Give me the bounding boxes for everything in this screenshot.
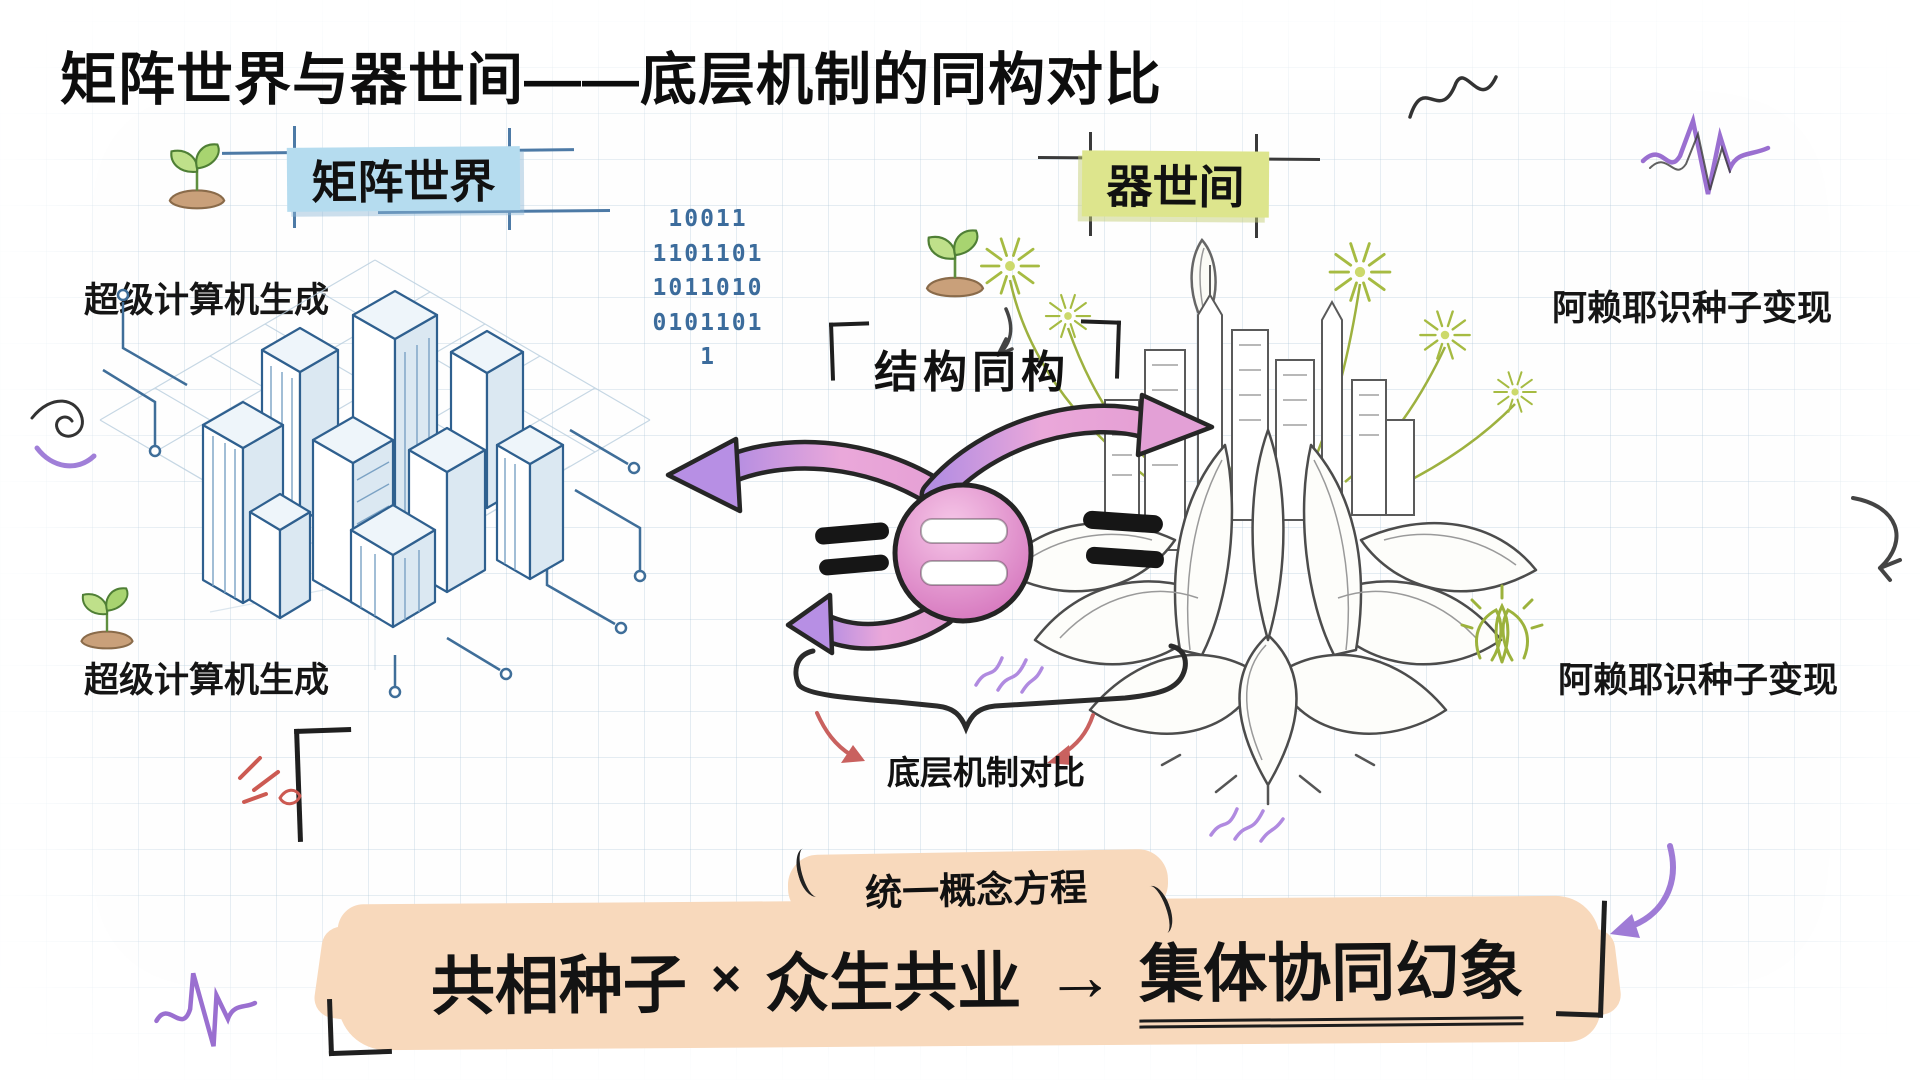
page-title: 矩阵世界与器世间——底层机制的同构对比 bbox=[60, 48, 1162, 112]
unified-equation-caption: 统一概念方程 bbox=[864, 867, 1088, 914]
arrowhead-left-icon bbox=[665, 436, 743, 514]
binary-line: 1101101 bbox=[652, 240, 764, 267]
purple-arrow-icon bbox=[1610, 843, 1676, 938]
purple-squiggle-icon bbox=[974, 656, 1044, 694]
equals-icon bbox=[815, 510, 1164, 576]
small-arrow-icon bbox=[996, 307, 1014, 357]
pulse-doodle-icon bbox=[154, 972, 258, 1047]
sprout-icon bbox=[925, 229, 985, 298]
binary-line: 1 bbox=[700, 344, 716, 370]
purple-squiggle-icon bbox=[1209, 807, 1285, 843]
binary-line: 1011010 bbox=[652, 275, 764, 301]
vessel-label-bottom: 阿赖耶识种子变现 bbox=[1558, 661, 1839, 700]
red-sparkle-icon bbox=[238, 756, 302, 806]
red-arrow-icon bbox=[815, 711, 865, 763]
scribble-doodle-icon bbox=[1408, 75, 1498, 119]
matrix-world-header: 矩阵世界 bbox=[286, 146, 521, 212]
binary-code-decoration: 10011 1101101 1011010 0101101 1 bbox=[626, 202, 790, 375]
sprout-icon bbox=[168, 143, 226, 210]
arrowhead-down-icon bbox=[785, 592, 835, 656]
concept-equation: 共相种子 × 众生共业 → 集体协同幻象 bbox=[352, 917, 1603, 1038]
structural-isomorphism-label: 结构同构 bbox=[874, 348, 1070, 397]
mini-lotus-icon bbox=[1460, 584, 1544, 664]
corner-bracket bbox=[327, 996, 392, 1057]
spiral-doodle-icon bbox=[30, 399, 97, 469]
binary-line: 0101101 bbox=[652, 309, 764, 336]
arrow-operator: → bbox=[1044, 936, 1116, 1016]
mechanism-comparison-label: 底层机制对比 bbox=[887, 754, 1085, 791]
pulse-doodle-icon bbox=[1640, 112, 1771, 195]
multiply-operator: × bbox=[710, 950, 742, 1009]
binary-line: 10011 bbox=[668, 206, 748, 232]
arrowhead-right-icon bbox=[1135, 392, 1215, 458]
curl-arrow-icon bbox=[1851, 496, 1902, 582]
matrix-label-bottom: 超级计算机生成 bbox=[84, 661, 330, 700]
red-arrow-icon bbox=[1047, 713, 1095, 765]
equation-term-b: 众生共业 bbox=[764, 945, 1022, 1020]
vessel-world-header: 器世间 bbox=[1081, 150, 1270, 218]
equivalence-circle-icon bbox=[892, 482, 1034, 624]
equation-result: 集体协同幻象 bbox=[1138, 919, 1524, 1029]
brace-icon bbox=[793, 643, 1188, 765]
vessel-label-top: 阿赖耶识种子变现 bbox=[1552, 289, 1833, 328]
equation-term-a: 共相种子 bbox=[430, 948, 688, 1023]
matrix-city-sketch bbox=[99, 259, 651, 699]
sprout-icon bbox=[80, 587, 134, 650]
equivalence-arrows-icon bbox=[665, 392, 1215, 656]
